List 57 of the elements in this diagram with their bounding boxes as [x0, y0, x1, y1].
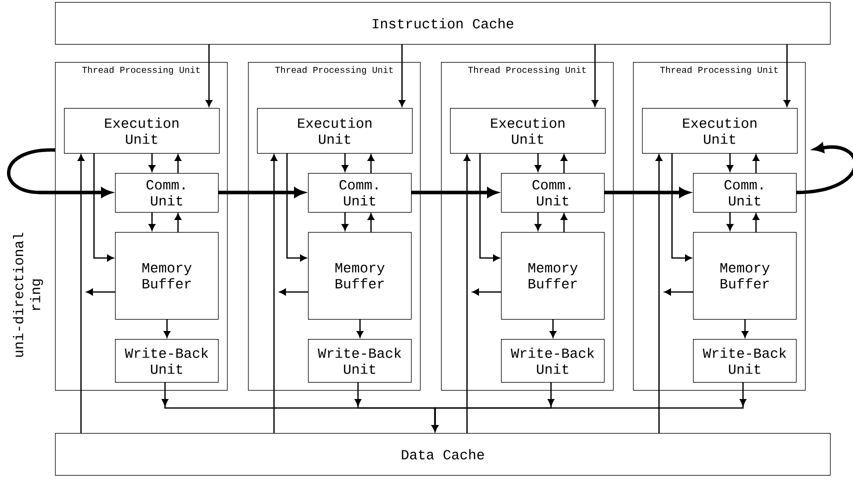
- arrow: [752, 213, 760, 232]
- write-back-box: Write-Back Unit: [693, 339, 797, 383]
- arrow: [479, 153, 500, 262]
- arrow: [592, 44, 598, 107]
- data-cache-box: Data Cache: [55, 433, 831, 476]
- comm-unit-box: Comm. Unit: [501, 173, 605, 213]
- write-back-box: Write-Back Unit: [115, 339, 219, 383]
- arrow: [174, 154, 182, 173]
- arrow: [368, 213, 374, 232]
- execution-unit-box: Execution Unit: [642, 108, 798, 154]
- arrow: [342, 212, 348, 231]
- arrow: [368, 154, 374, 173]
- arrow: [174, 213, 182, 232]
- arrow: [148, 153, 156, 172]
- arrow: [464, 154, 470, 433]
- ring-label: uni-directional ring: [12, 232, 44, 357]
- arrow: [726, 212, 734, 231]
- memory-buffer-box: Memory Buffer: [693, 232, 797, 320]
- arrow: [286, 153, 307, 262]
- arrow: [86, 288, 115, 296]
- arrow: [342, 153, 348, 172]
- memory-buffer-box: Memory Buffer: [308, 232, 412, 320]
- arrow: [93, 153, 114, 262]
- arrow: [656, 154, 662, 433]
- comm-unit-box: Comm. Unit: [308, 173, 412, 213]
- arrow: [279, 288, 308, 296]
- execution-unit-box: Execution Unit: [64, 108, 220, 154]
- arrow: [270, 154, 278, 433]
- write-back-box: Write-Back Unit: [501, 339, 605, 383]
- arrow: [742, 319, 748, 338]
- arrow: [398, 44, 406, 107]
- arrow: [560, 154, 568, 173]
- arrow: [752, 154, 760, 173]
- comm-unit-box: Comm. Unit: [693, 173, 797, 213]
- arrow: [472, 288, 501, 296]
- arrow: [550, 319, 556, 338]
- arrow: [356, 319, 364, 338]
- memory-buffer-box: Memory Buffer: [115, 232, 219, 320]
- arrow: [726, 153, 734, 172]
- memory-buffer-box: Memory Buffer: [501, 232, 605, 320]
- execution-unit-box: Execution Unit: [257, 108, 413, 154]
- arrow: [206, 44, 212, 107]
- instruction-cache-box: Instruction Cache: [55, 2, 831, 45]
- arrow: [664, 288, 693, 296]
- arrow: [432, 382, 746, 432]
- arrow: [164, 319, 170, 338]
- arrow: [796, 143, 853, 194]
- arrow: [560, 213, 568, 232]
- write-back-box: Write-Back Unit: [308, 339, 412, 383]
- arrow: [534, 153, 542, 172]
- arrow: [78, 154, 84, 433]
- arrow: [784, 44, 790, 107]
- arrow: [148, 212, 156, 231]
- arrow: [534, 212, 542, 231]
- execution-unit-box: Execution Unit: [450, 108, 606, 154]
- arrow: [671, 153, 692, 262]
- comm-unit-box: Comm. Unit: [115, 173, 219, 213]
